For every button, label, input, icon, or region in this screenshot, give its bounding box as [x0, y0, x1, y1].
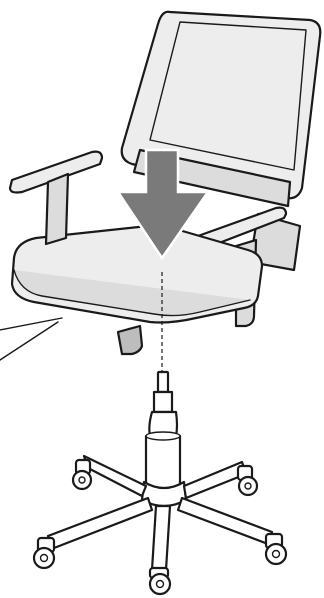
callout-lines [0, 318, 62, 360]
gas-lift [146, 372, 180, 492]
caster-front-right [266, 534, 286, 564]
armrest-left [10, 152, 102, 244]
caster-front-left [34, 538, 54, 568]
caster-back-right [238, 466, 257, 495]
caster-front [150, 568, 170, 594]
caster-back-left [73, 460, 91, 489]
seat-mechanism [118, 326, 142, 354]
